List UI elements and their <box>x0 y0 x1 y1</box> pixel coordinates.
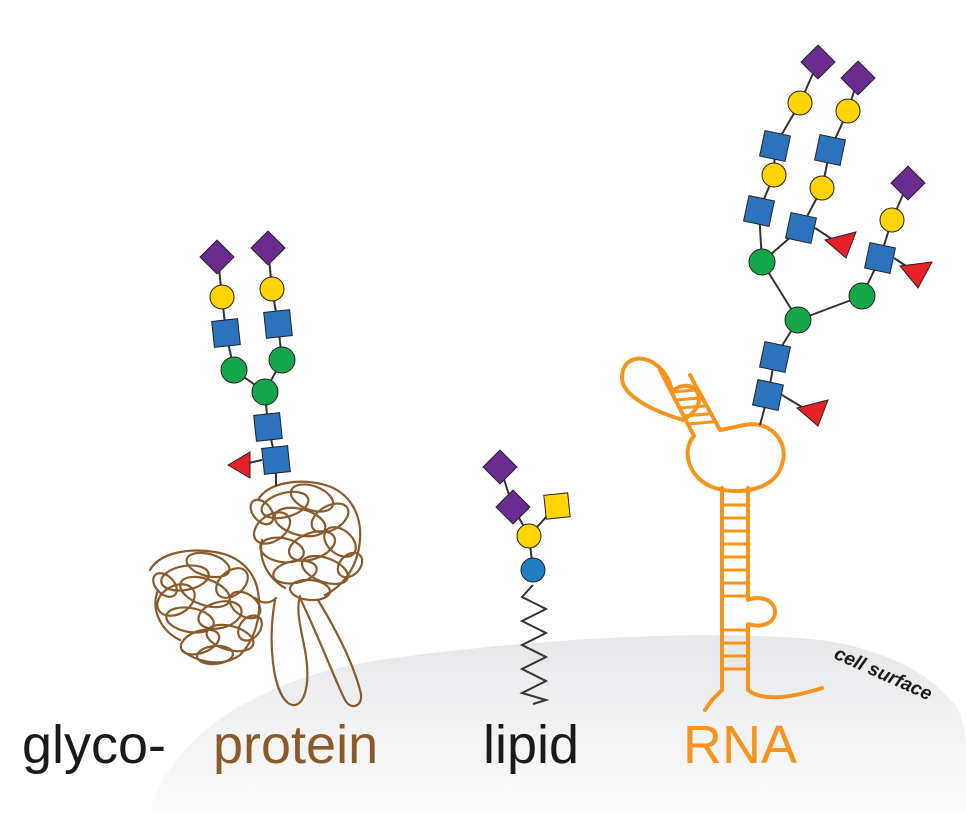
cell-surface <box>150 635 966 811</box>
fucose-icon <box>823 231 857 259</box>
mannose-icon <box>848 282 876 310</box>
lipid-tail <box>519 584 550 705</box>
galactose-icon <box>809 175 835 201</box>
sialic-acid-icon <box>495 489 531 525</box>
protein-glycan <box>199 230 296 479</box>
label-glyco-prefix: glyco- <box>22 715 167 775</box>
rna-glycan <box>742 44 933 427</box>
protein-right-domain <box>249 480 364 602</box>
galactose-icon <box>516 523 542 549</box>
glcnac-icon <box>751 378 785 412</box>
sialic-acid-icon <box>800 44 836 80</box>
glucose-icon <box>520 557 546 583</box>
galactose-icon <box>209 284 235 310</box>
protein-loop-right <box>298 596 363 708</box>
galactose-icon <box>259 276 285 302</box>
glcnac-icon <box>211 318 241 348</box>
glcnac-icon <box>263 309 293 339</box>
galnac-icon <box>543 492 571 520</box>
fucose-icon <box>795 399 829 427</box>
label-rna: RNA <box>683 715 798 775</box>
mannose-icon <box>784 306 812 334</box>
rna-central-loop <box>685 422 786 493</box>
mannose-icon <box>748 248 776 276</box>
sialic-acid-icon <box>199 239 235 275</box>
glcnac-icon <box>758 340 792 374</box>
sialic-acid-icon <box>840 60 876 96</box>
protein-structure <box>148 480 364 708</box>
glcnac-icon <box>261 445 291 475</box>
glcnac-icon <box>863 241 897 275</box>
label-lipid: lipid <box>483 715 580 775</box>
glcnac-icon <box>742 194 776 228</box>
fucose-icon <box>899 261 933 289</box>
glcnac-icon <box>813 133 847 167</box>
rna-structure <box>620 356 824 712</box>
fucose-icon <box>227 451 251 479</box>
glcnac-icon <box>784 211 818 245</box>
glcnac-icon <box>758 129 792 163</box>
galactose-icon <box>787 90 813 116</box>
mannose-icon <box>220 356 248 384</box>
label-protein: protein <box>213 715 379 775</box>
lipid-glycan <box>482 449 571 583</box>
protein-loop-left <box>270 594 309 706</box>
protein-left-domain <box>148 549 263 666</box>
mannose-icon <box>268 346 296 374</box>
galactose-icon <box>835 98 861 124</box>
glcnac-icon <box>253 412 283 442</box>
sialic-acid-icon <box>890 165 926 201</box>
sialic-acid-icon <box>482 449 518 485</box>
sialic-acid-icon <box>250 230 286 266</box>
galactose-icon <box>879 207 905 233</box>
galactose-icon <box>761 162 787 188</box>
mannose-icon <box>251 378 279 406</box>
